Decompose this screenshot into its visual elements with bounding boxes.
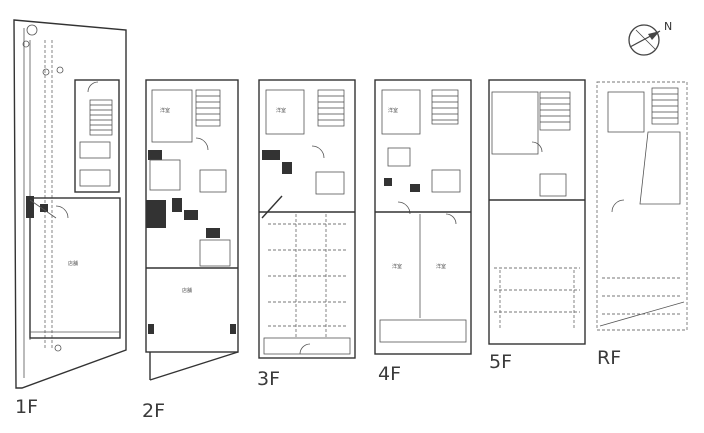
floor-plan-2f: 洋室 店舗 — [145, 79, 239, 381]
floor-plan-3f: 洋室 — [258, 79, 356, 359]
floor-label-rf: RF — [597, 347, 622, 369]
floor-label-1f: 1F — [15, 396, 39, 418]
floor-label-3f: 3F — [257, 368, 281, 390]
svg-text:洋室: 洋室 — [276, 107, 286, 114]
svg-text:洋室: 洋室 — [436, 263, 446, 270]
floor-plan-1f: 店舗 — [13, 19, 127, 389]
floor-label-2f: 2F — [142, 400, 166, 422]
svg-text:店舗: 店舗 — [182, 287, 192, 294]
floor-label-5f: 5F — [489, 351, 513, 373]
floor-label-4f: 4F — [378, 363, 402, 385]
floor-plan-rf — [596, 81, 688, 331]
svg-text:洋室: 洋室 — [388, 107, 398, 114]
svg-text:洋室: 洋室 — [392, 263, 402, 270]
floor-plan-4f: 洋室 洋室 洋室 — [374, 79, 472, 355]
svg-text:店舗: 店舗 — [68, 260, 78, 267]
svg-text:洋室: 洋室 — [160, 107, 170, 114]
compass-icon: N — [628, 20, 672, 56]
floor-plan-5f — [488, 79, 586, 345]
north-label: N — [664, 20, 672, 33]
